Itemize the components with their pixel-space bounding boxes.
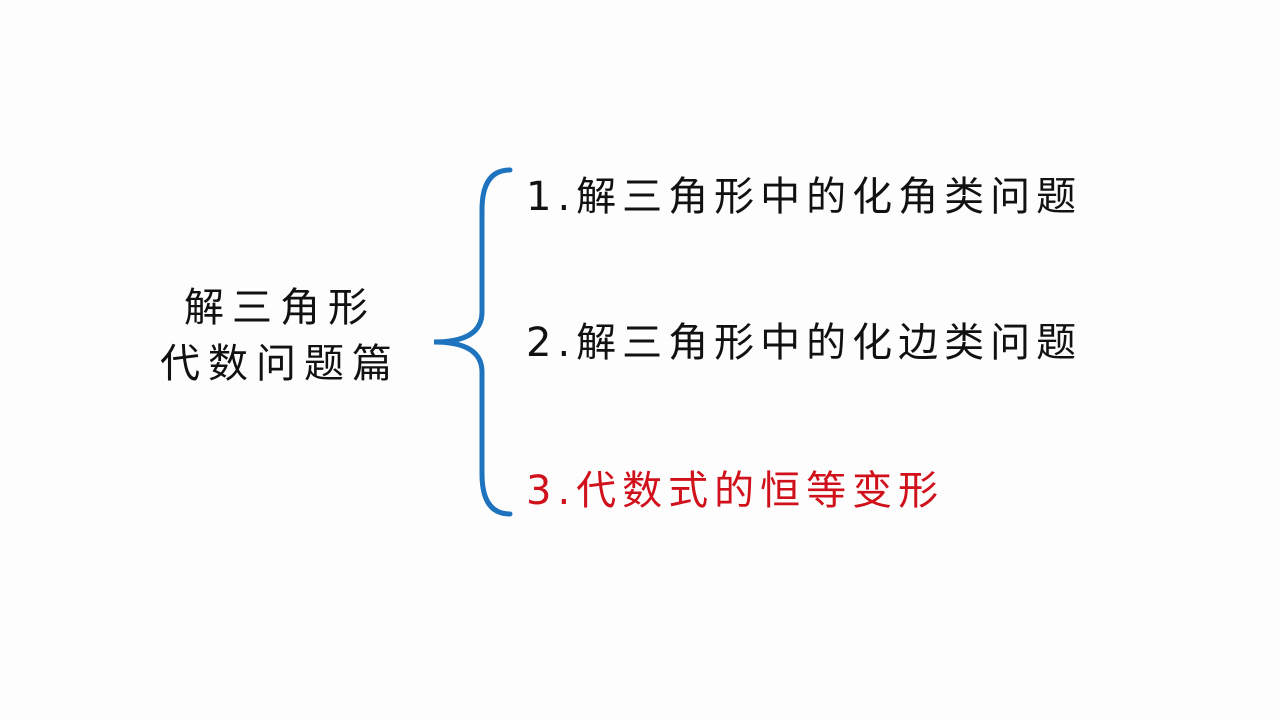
curly-brace-connector — [433, 167, 513, 517]
branch-item-3: 3.代数式的恒等变形 — [526, 468, 945, 514]
central-topic: 解三角形 代数问题篇 — [130, 280, 430, 392]
branch-item-2: 2.解三角形中的化边类问题 — [526, 320, 1083, 366]
branch-item-1: 1.解三角形中的化角类问题 — [526, 174, 1083, 220]
central-topic-line-1: 解三角形 — [184, 285, 376, 331]
central-topic-line-2: 代数问题篇 — [160, 341, 400, 387]
